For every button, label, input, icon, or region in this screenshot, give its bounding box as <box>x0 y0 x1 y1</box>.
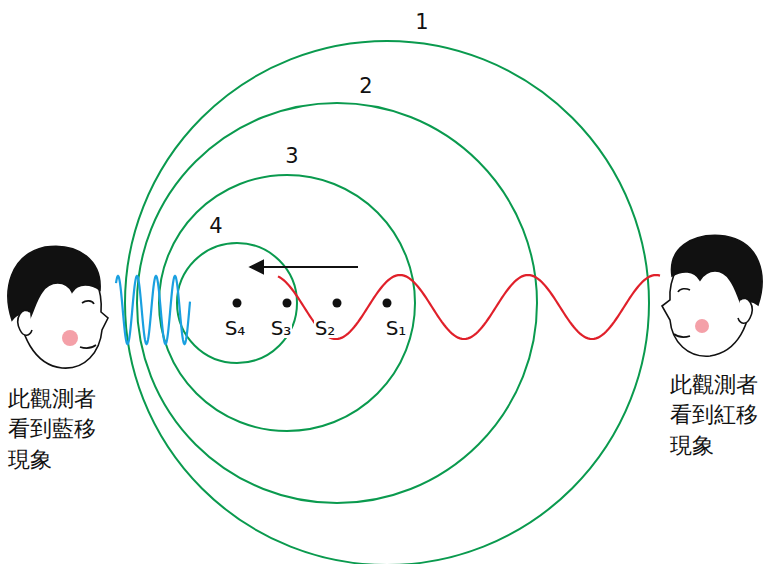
source-label: S₁ <box>385 318 408 338</box>
observer-face <box>8 246 108 368</box>
source-dot <box>333 299 342 308</box>
wavefront-circle <box>159 175 415 431</box>
callout-number: 2 <box>359 76 372 97</box>
red-wave <box>278 275 660 339</box>
callout-number: 1 <box>415 12 428 33</box>
observer-caption: 此觀測者 看到藍移 現象 <box>8 384 103 475</box>
source-dot <box>383 299 392 308</box>
wavefront-circle <box>137 103 537 503</box>
source-dot <box>233 299 242 308</box>
source-label: S₂ <box>314 318 337 338</box>
observer-face <box>662 235 762 356</box>
observer-caption: 此觀測者 看到紅移 現象 <box>670 370 765 461</box>
source-label: S₄ <box>224 318 247 338</box>
callout-number: 4 <box>209 216 222 237</box>
wavefront-circle <box>125 41 649 564</box>
motion-arrow <box>250 266 358 268</box>
source-label: S₃ <box>270 318 293 338</box>
source-dot <box>283 299 292 308</box>
blue-wave <box>116 276 190 344</box>
wavefront-circle <box>177 243 297 363</box>
callout-number: 3 <box>285 146 298 167</box>
